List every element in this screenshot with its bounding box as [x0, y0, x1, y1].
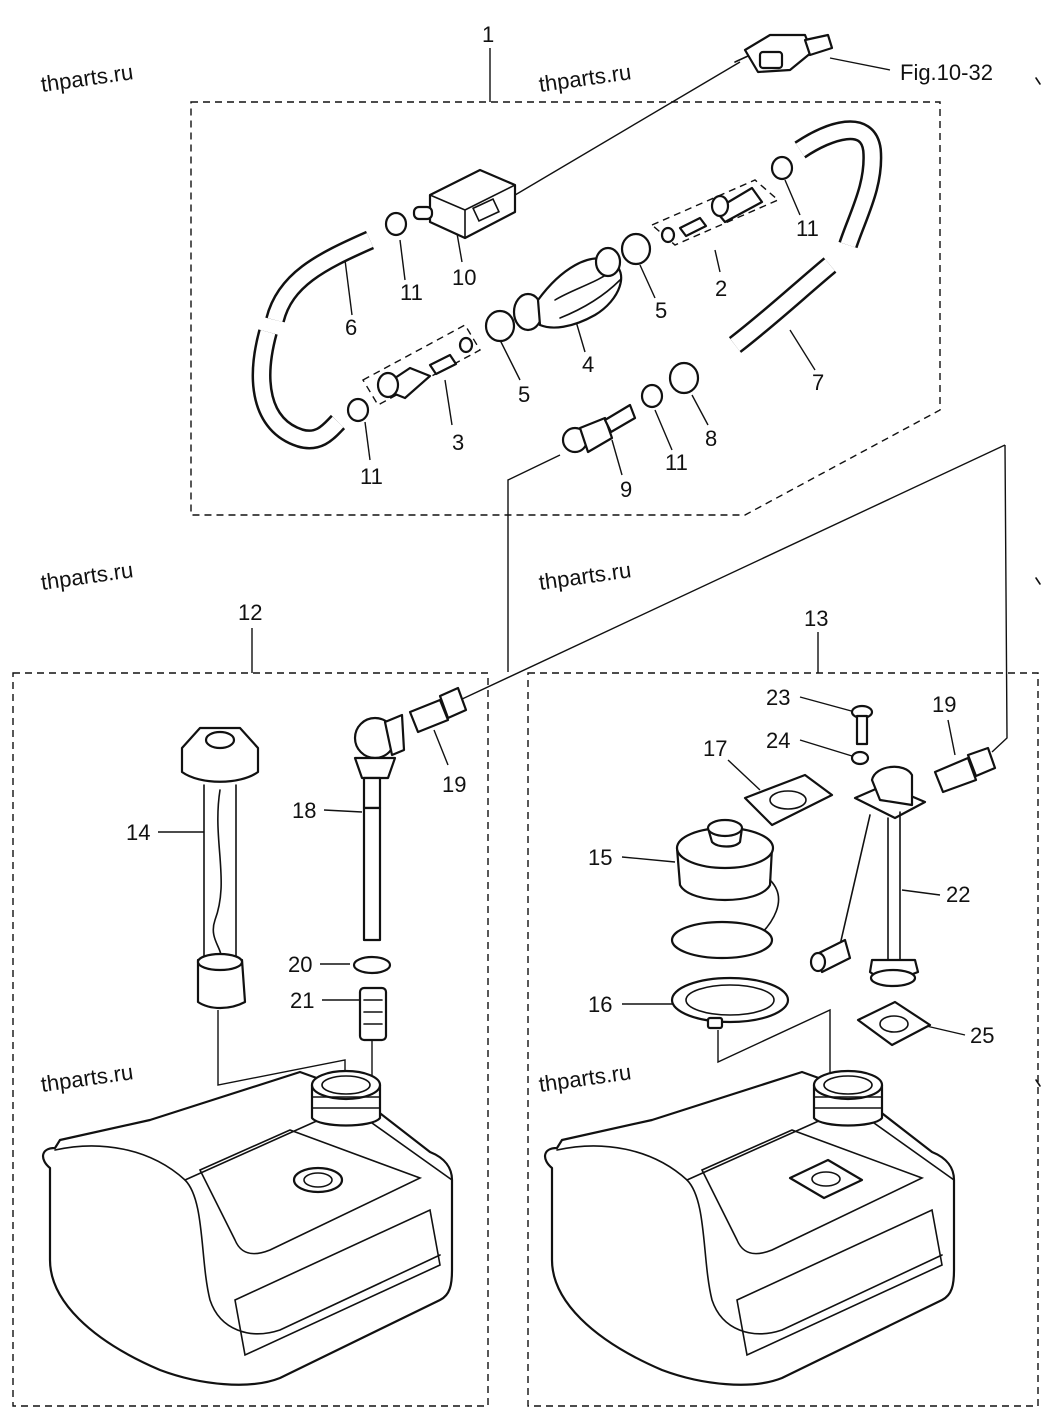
watermark-2: thparts.ru: [537, 59, 633, 97]
check-valve-2: [660, 186, 764, 244]
o-ring-20: [352, 955, 392, 975]
clamp-11-bottom: [640, 383, 664, 409]
callout-19-left: 19: [442, 772, 466, 797]
fuel-tank-left: [42, 1069, 454, 1386]
fitting-9: [561, 403, 637, 454]
clamp-11-right: [770, 155, 794, 181]
callout-23: 23: [766, 685, 790, 710]
callout-20: 20: [288, 952, 312, 977]
callout-18: 18: [292, 798, 316, 823]
connector-fig-10-32: [734, 33, 834, 74]
callout-11-bottom: 11: [665, 450, 688, 475]
callout-numbers: 1 Fig.10-32 10 11 6 4 5 5 2 11 3 11 9 11…: [126, 22, 994, 1048]
callout-8: 8: [705, 426, 717, 451]
callout-6: 6: [345, 315, 357, 340]
fitting-19-left: [408, 686, 468, 734]
watermark-4: thparts.ru: [537, 557, 633, 595]
fuel-tank-right: [544, 1069, 956, 1386]
sleeve-5-left: [484, 309, 516, 343]
figure-reference: Fig.10-32: [900, 60, 993, 85]
screw-23: [850, 704, 874, 746]
cap-o-ring: [670, 920, 774, 960]
fuel-tank-assembly-13: [544, 704, 997, 1386]
connection-lines: [158, 48, 1008, 1175]
edge-mark-1: [1035, 77, 1041, 85]
callout-12: 12: [238, 600, 262, 625]
watermark-5: thparts.ru: [39, 1059, 135, 1097]
filter-21: [358, 986, 388, 1042]
hose-7: [728, 120, 883, 353]
callout-10: 10: [452, 265, 476, 290]
sub-box-3: [362, 324, 481, 406]
retainer-ring-16: [670, 976, 790, 1030]
check-valve-3: [376, 336, 474, 400]
callout-22: 22: [946, 882, 970, 907]
sleeve-5-right: [620, 232, 652, 266]
watermark-1: thparts.ru: [39, 59, 135, 97]
fuel-gauge-14: [180, 726, 260, 1010]
callout-21: 21: [290, 988, 314, 1013]
callout-5-right: 5: [655, 298, 667, 323]
connector-10: [412, 168, 517, 240]
hose-6: [251, 230, 375, 450]
callout-19-right: 19: [932, 692, 956, 717]
callout-14: 14: [126, 820, 150, 845]
callout-2: 2: [715, 276, 727, 301]
callout-1: 1: [482, 22, 494, 47]
callout-24: 24: [766, 728, 790, 753]
fuel-gauge-unit-22: [809, 765, 927, 988]
fitting-19-right: [933, 746, 997, 794]
fuel-cap-15: [675, 818, 780, 936]
decal-17: [743, 773, 834, 827]
callout-7: 7: [812, 370, 824, 395]
assembly-box-12: [12, 672, 489, 1407]
clamp-11-top: [384, 211, 408, 237]
washer-24: [850, 750, 870, 766]
fuel-line-assembly: [251, 33, 883, 454]
gasket-25: [856, 1000, 932, 1047]
edge-mark-3: [1035, 1079, 1041, 1087]
primer-bulb-4: [512, 246, 623, 332]
fuel-tank-assembly-12: [42, 686, 468, 1386]
callout-13: 13: [804, 606, 828, 631]
clamp-11-left: [346, 397, 370, 423]
edge-mark-2: [1035, 577, 1041, 585]
callout-15: 15: [588, 845, 612, 870]
watermark-3: thparts.ru: [39, 557, 135, 595]
callout-16: 16: [588, 992, 612, 1017]
callout-17: 17: [703, 736, 727, 761]
watermark-6: thparts.ru: [537, 1059, 633, 1097]
watermarks: thparts.ru thparts.ru thparts.ru thparts…: [39, 59, 633, 1097]
callout-9: 9: [620, 477, 632, 502]
sleeve-8: [668, 361, 700, 395]
callout-25: 25: [970, 1023, 994, 1048]
callout-11-right: 11: [796, 216, 819, 241]
callout-4: 4: [582, 352, 594, 377]
callout-5-left: 5: [518, 382, 530, 407]
pickup-tube-18: [353, 713, 406, 942]
callout-11-top: 11: [400, 280, 423, 305]
callout-3: 3: [452, 430, 464, 455]
callout-11-left: 11: [360, 464, 383, 489]
assembly-box-1: [190, 101, 941, 516]
assembly-box-13: [527, 672, 1039, 1407]
